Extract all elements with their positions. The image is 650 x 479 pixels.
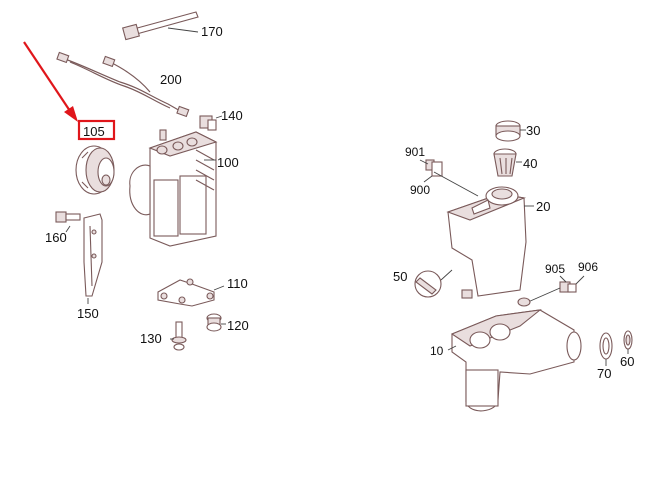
- label-10: 10: [430, 344, 444, 358]
- part-905-906-connector[interactable]: [527, 275, 585, 303]
- label-30: 30: [526, 123, 540, 138]
- part-40-filter-insert[interactable]: [493, 148, 522, 177]
- part-70-o-ring[interactable]: [599, 332, 613, 366]
- part-20-reservoir[interactable]: [446, 186, 534, 299]
- label-901: 901: [405, 145, 425, 159]
- part-160-bolt[interactable]: [55, 211, 81, 233]
- label-140: 140: [221, 108, 243, 123]
- part-140-connector[interactable]: [199, 115, 223, 131]
- part-130-bolt[interactable]: [170, 321, 187, 351]
- label-20: 20: [536, 199, 550, 214]
- label-160: 160: [45, 230, 67, 245]
- label-110: 110: [227, 276, 248, 291]
- label-70: 70: [597, 366, 611, 381]
- highlight-box: [77, 119, 116, 141]
- label-906: 906: [578, 260, 598, 274]
- part-100-hydraulic-unit[interactable]: [129, 129, 218, 247]
- part-200-wiring-harness[interactable]: [56, 51, 190, 118]
- label-900: 900: [410, 183, 430, 197]
- label-120: 120: [227, 318, 249, 333]
- label-60: 60: [620, 354, 634, 369]
- part-30-cap[interactable]: [495, 120, 526, 142]
- highlight-arrow-head: [64, 106, 78, 122]
- part-901-900-sensor[interactable]: [419, 159, 479, 197]
- part-120-grommet[interactable]: [206, 313, 226, 332]
- part-170-cable-tie[interactable]: [122, 11, 199, 41]
- label-100: 100: [217, 155, 239, 170]
- label-40: 40: [523, 156, 537, 171]
- part-150-bracket[interactable]: [83, 213, 103, 304]
- label-150: 150: [77, 306, 99, 321]
- label-170: 170: [201, 24, 223, 39]
- part-105-motor-cap[interactable]: [75, 145, 115, 195]
- part-10-pump-body[interactable]: [447, 297, 582, 412]
- highlight-annotation: [23, 41, 116, 141]
- highlight-arrow-line: [23, 41, 73, 115]
- label-200: 200: [160, 72, 182, 87]
- label-905: 905: [545, 262, 565, 276]
- part-60-seal[interactable]: [623, 330, 633, 354]
- part-50-clip[interactable]: [414, 269, 453, 298]
- label-105: 105: [83, 124, 105, 139]
- label-50: 50: [393, 269, 407, 284]
- label-130: 130: [140, 331, 162, 346]
- part-110-mount[interactable]: [157, 278, 225, 307]
